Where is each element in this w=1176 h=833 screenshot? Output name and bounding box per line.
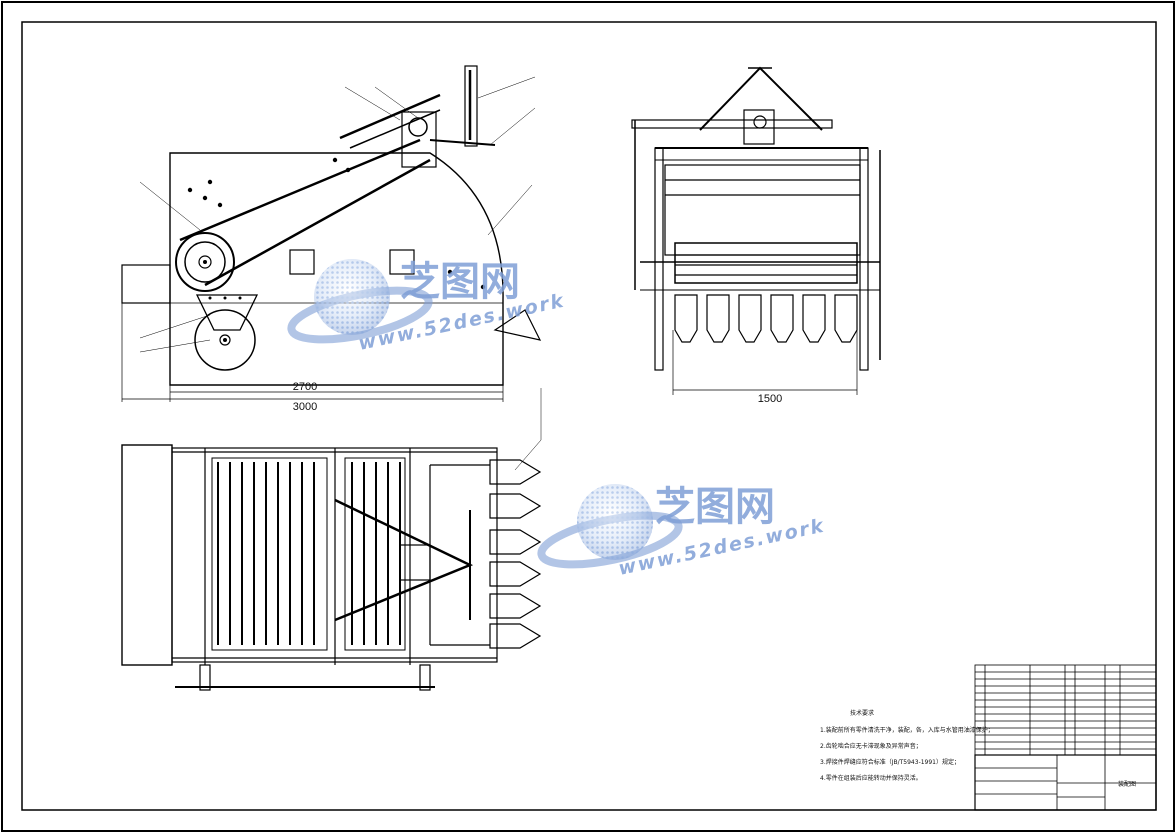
dimension-1500: 1500 <box>758 393 782 405</box>
front-view <box>121 65 542 402</box>
note-item-2: 2.齿轮啮合应无卡滞现象及异常声音； <box>820 742 922 750</box>
parts-list <box>974 664 1157 756</box>
top-view-rollers <box>217 462 401 645</box>
inner-frame <box>21 21 1157 811</box>
side-view <box>631 66 881 395</box>
note-item-4: 4.零件在组装后应能转动并保持灵活。 <box>820 774 922 782</box>
title-block-drawing-name: 装配图 <box>1118 780 1136 788</box>
note-item-3: 3.焊接件焊缝应符合标准（JB/T5943-1991）规定； <box>820 758 960 766</box>
title-block <box>974 754 1157 811</box>
watermark-1 <box>287 259 433 344</box>
watermark-2 <box>537 484 683 569</box>
top-view <box>121 388 542 691</box>
side-view-shares <box>674 294 858 343</box>
watermark-brand-1: 芝图网 <box>400 259 520 305</box>
dimension-3000: 3000 <box>293 401 317 413</box>
top-view-shares <box>489 459 542 649</box>
notes-title: 技术要求 <box>850 709 874 717</box>
note-item-1: 1.装配前所有零件清洗干净，装配，各，入库与水管用油漆保护； <box>820 726 994 734</box>
front-view-bolts <box>187 157 486 342</box>
dimension-2700: 2700 <box>293 381 317 393</box>
watermark-brand-2: 芝图网 <box>655 484 775 530</box>
